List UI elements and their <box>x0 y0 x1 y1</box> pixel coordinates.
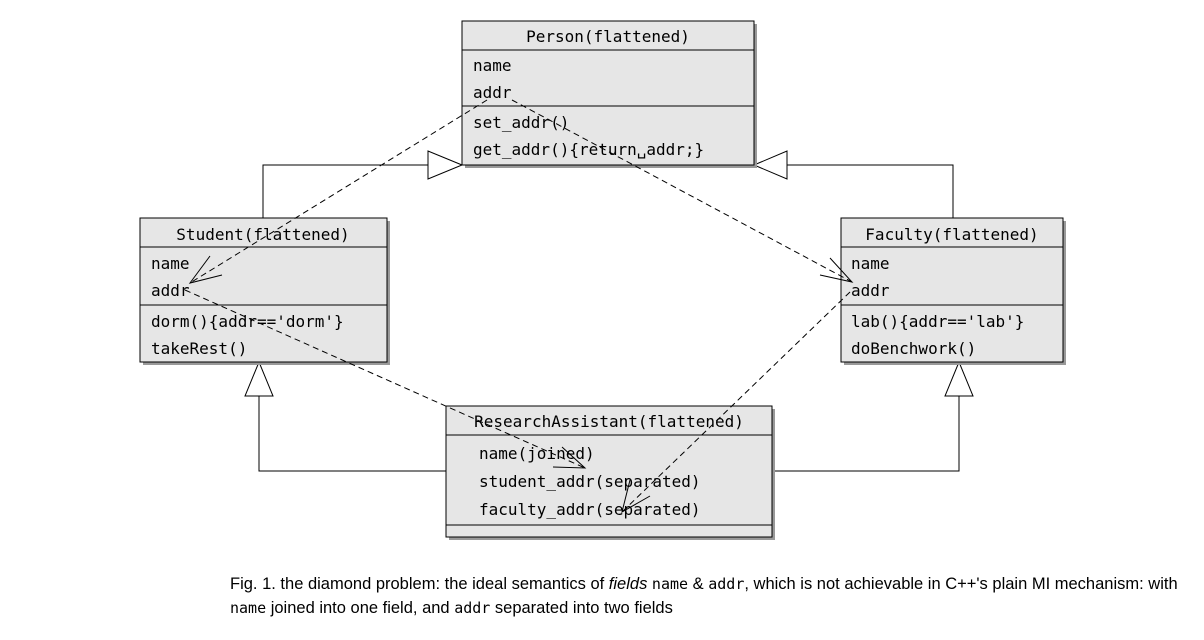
figure-caption: Fig. 1. the diamond problem: the ideal s… <box>230 572 1190 620</box>
arrowhead-student-name <box>188 255 223 284</box>
inheritance-arrowheads <box>244 150 974 397</box>
arrowhead-ra-faculty <box>944 360 974 397</box>
arrow-student-addr-to-ra-name <box>184 289 586 469</box>
faculty-to-person-line <box>787 164 954 218</box>
caption-part-1: Fig. 1. the diamond problem: the ideal s… <box>230 575 609 593</box>
research-assistant-class-box: ResearchAssistant(flattened) name(joined… <box>445 405 775 540</box>
caption-amp: & <box>688 575 709 593</box>
person-method-get-addr: get_addr(){return␣addr;} <box>473 140 704 159</box>
arrow-person-addr-to-faculty-name <box>511 99 853 283</box>
caption-part-4: separated into two fields <box>490 599 673 617</box>
arrowhead-ra-name <box>552 446 587 469</box>
caption-addr-code-2: addr <box>454 599 491 617</box>
arrow-person-addr-to-student-name <box>189 99 488 284</box>
ra-title: ResearchAssistant(flattened) <box>474 412 744 431</box>
student-class-box: Student(flattened) name addr dorm(){addr… <box>139 217 390 365</box>
arrowhead-ra-faculty-addr <box>621 479 651 514</box>
arrowhead-faculty-name <box>819 257 854 283</box>
student-method-dorm: dorm(){addr=='dorm'} <box>151 312 344 331</box>
student-field-addr: addr <box>151 281 190 300</box>
ra-to-student-line <box>258 396 446 472</box>
student-method-takerest: takeRest() <box>151 339 247 358</box>
caption-part-2: , which is not achievable in C++'s plain… <box>744 575 1178 593</box>
student-to-person-line <box>262 164 428 218</box>
faculty-field-name: name <box>851 254 890 273</box>
caption-addr-code: addr <box>708 575 745 593</box>
person-field-name: name <box>473 56 512 75</box>
caption-name-code: name <box>651 575 689 593</box>
ra-to-faculty-line <box>772 396 960 472</box>
person-field-addr: addr <box>473 83 512 102</box>
ra-field-faculty-addr: faculty_addr(separated) <box>479 500 701 519</box>
arrowhead-ra-student <box>244 360 274 397</box>
faculty-title: Faculty(flattened) <box>865 225 1038 244</box>
arrowhead-student-person <box>427 150 464 180</box>
inheritance-connectors <box>258 164 960 472</box>
student-field-name: name <box>151 254 190 273</box>
ra-field-student-addr: student_addr(separated) <box>479 472 701 491</box>
person-method-set-addr: set_addr() <box>473 113 569 132</box>
ra-field-name-joined: name(joined) <box>479 444 595 463</box>
field-mapping-arrows <box>184 99 854 514</box>
faculty-field-addr: addr <box>851 281 890 300</box>
person-class-box: Person(flattened) name addr set_addr() g… <box>461 20 757 168</box>
faculty-class-box: Faculty(flattened) name addr lab(){addr=… <box>840 217 1066 365</box>
faculty-method-lab: lab(){addr=='lab'} <box>851 312 1024 331</box>
faculty-method-dobenchwork: doBenchwork() <box>851 339 976 358</box>
arrow-faculty-addr-to-ra-faculty-addr <box>621 291 851 513</box>
student-title: Student(flattened) <box>176 225 349 244</box>
arrowhead-faculty-person <box>752 150 788 180</box>
caption-part-3: joined into one field, and <box>266 599 455 617</box>
person-title: Person(flattened) <box>526 27 690 46</box>
caption-fields-word: fields <box>608 575 648 593</box>
caption-name-code-2: name <box>230 599 267 617</box>
